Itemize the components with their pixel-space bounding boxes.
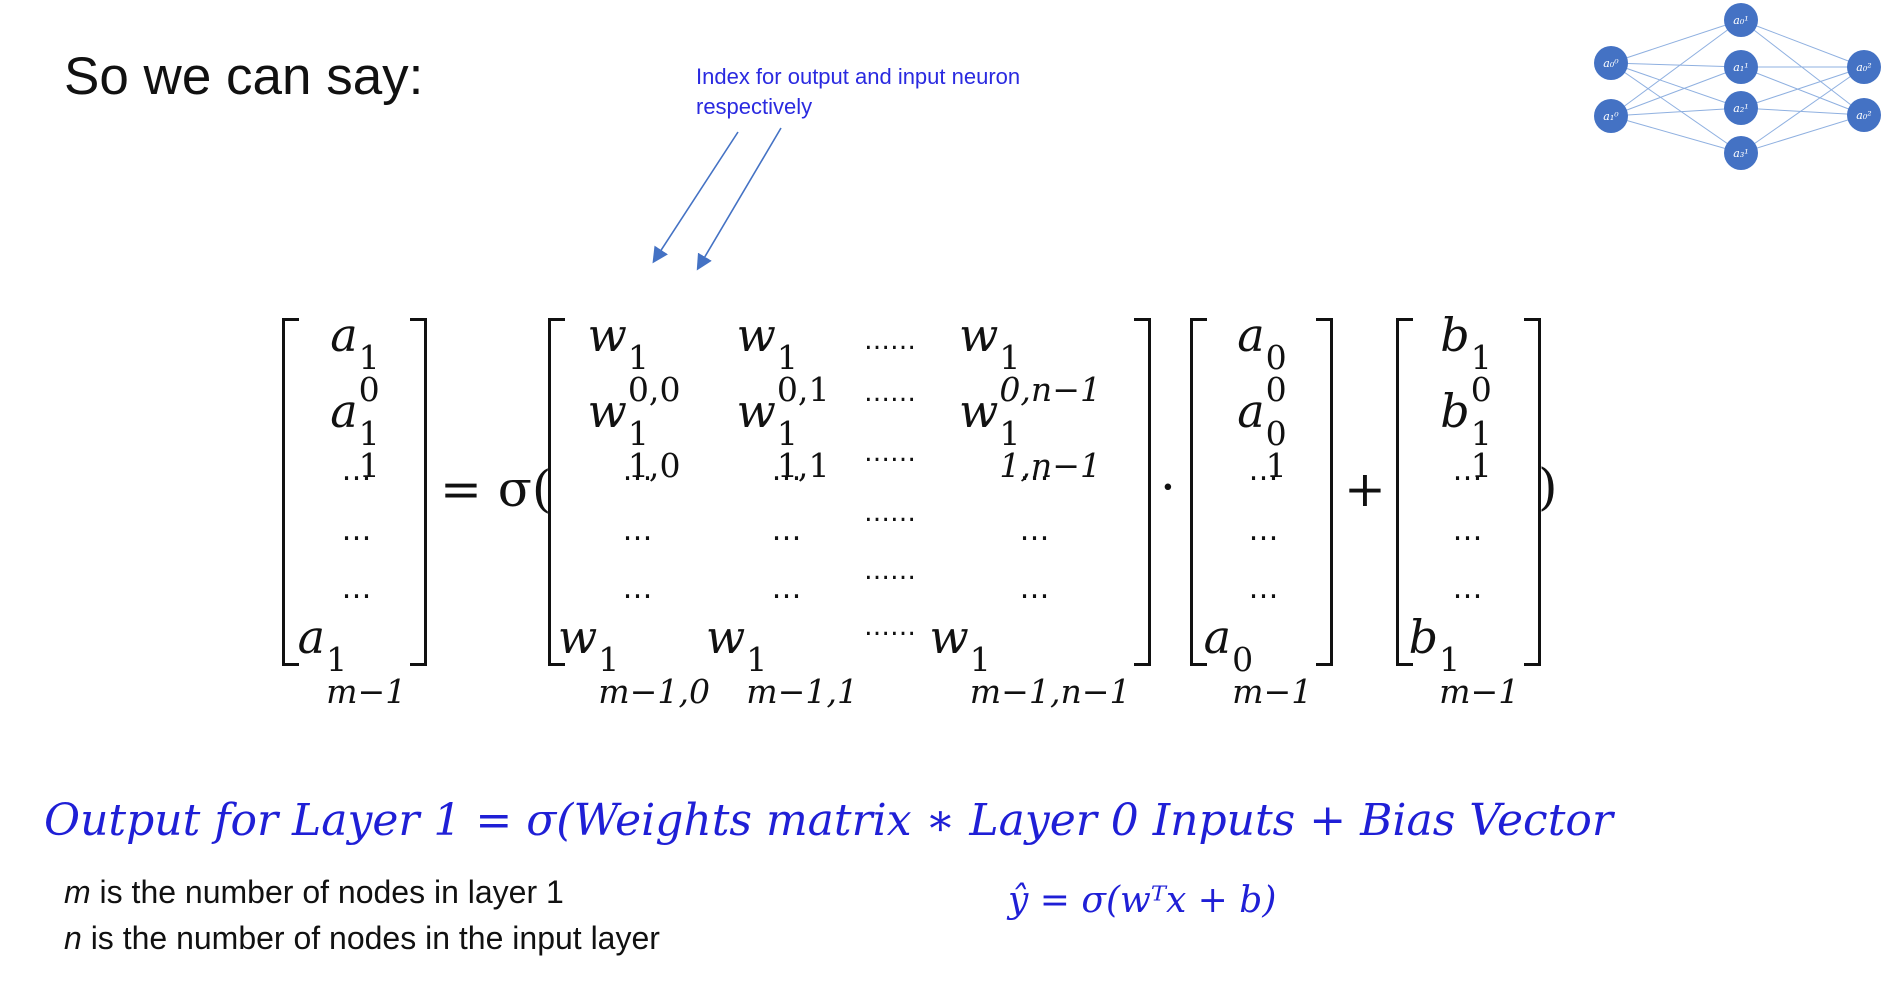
input-vdots-2: … xyxy=(1248,513,1280,548)
weight-vdots-c0-2: … xyxy=(622,513,654,548)
weight-vdots-c0-3: … xyxy=(622,571,654,606)
output-vdots-1: … xyxy=(341,453,373,488)
nn-node-l1-2: a₂¹ xyxy=(1724,91,1758,125)
weight-hdots-4: …… xyxy=(864,556,916,586)
arrow-input-index xyxy=(696,127,782,271)
dot-operator: · xyxy=(1160,458,1176,516)
nn-node-l2-0: a₀² xyxy=(1847,50,1881,84)
output-vdots-2: … xyxy=(341,513,373,548)
weight-vdots-c1-3: … xyxy=(771,571,803,606)
weight-vdots-c2-2: … xyxy=(1019,513,1051,548)
close-paren: ) xyxy=(1538,458,1558,516)
network-edges xyxy=(1610,19,1865,154)
weight-vdots-c2-1: … xyxy=(1019,453,1051,488)
weight-matrix-right-bracket xyxy=(1134,318,1151,666)
arrow-output-index xyxy=(652,131,739,264)
note-m: m is the number of nodes in layer 1 xyxy=(64,874,564,911)
slide-title: So we can say: xyxy=(64,47,424,106)
nn-node-l2-1: a₀² xyxy=(1847,98,1881,132)
weight-vdots-c0-1: … xyxy=(622,453,654,488)
weight-hdots-3: …… xyxy=(864,498,916,528)
input-vdots-3: … xyxy=(1248,571,1280,606)
note-m-text: is the number of nodes in layer 1 xyxy=(90,874,564,910)
weight-vdots-c2-3: … xyxy=(1019,571,1051,606)
weight-hdots-0: …… xyxy=(864,326,916,356)
note-n: n is the number of nodes in the input la… xyxy=(64,920,660,957)
output-layer-equation: Output for Layer 1 = σ(Weights matrix ∗ … xyxy=(44,795,1613,846)
plus-operator: + xyxy=(1344,460,1386,518)
nn-node-l1-3: a₃¹ xyxy=(1724,136,1758,170)
weight-hdots-last: …… xyxy=(864,612,916,642)
note-m-var: m xyxy=(64,874,91,910)
output-vdots-3: … xyxy=(341,571,373,606)
weight-hdots-1: …… xyxy=(864,378,916,408)
nn-node-l0-0: a₀⁰ xyxy=(1594,46,1628,80)
note-n-text: is the number of nodes in the input laye… xyxy=(81,920,660,956)
weight-vdots-c1-1: … xyxy=(771,453,803,488)
equals-sigma: = σ( xyxy=(440,460,552,518)
bias-vdots-3: … xyxy=(1452,571,1484,606)
bias-vdots-2: … xyxy=(1452,513,1484,548)
nn-node-l1-0: a₀¹ xyxy=(1724,3,1758,37)
nn-node-l1-1: a₁¹ xyxy=(1724,50,1758,84)
input-vector-right-bracket xyxy=(1316,318,1333,666)
compact-equation: ŷ = σ(wᵀx + b) xyxy=(1008,880,1277,921)
output-vector-right-bracket xyxy=(410,318,427,666)
index-annotation: Index for output and input neuron respec… xyxy=(696,64,1021,119)
weight-vdots-c1-2: … xyxy=(771,513,803,548)
bias-vector-left-bracket xyxy=(1396,318,1413,666)
bias-vdots-1: … xyxy=(1452,453,1484,488)
bias-vector-right-bracket xyxy=(1524,318,1541,666)
weight-matrix-left-bracket xyxy=(548,318,565,666)
input-vdots-1: … xyxy=(1248,453,1280,488)
note-n-var: n xyxy=(64,920,82,956)
input-vector-left-bracket xyxy=(1190,318,1207,666)
weight-hdots-2: …… xyxy=(864,438,916,468)
nn-node-l0-1: a₁⁰ xyxy=(1594,99,1628,133)
output-vector-left-bracket xyxy=(282,318,299,666)
